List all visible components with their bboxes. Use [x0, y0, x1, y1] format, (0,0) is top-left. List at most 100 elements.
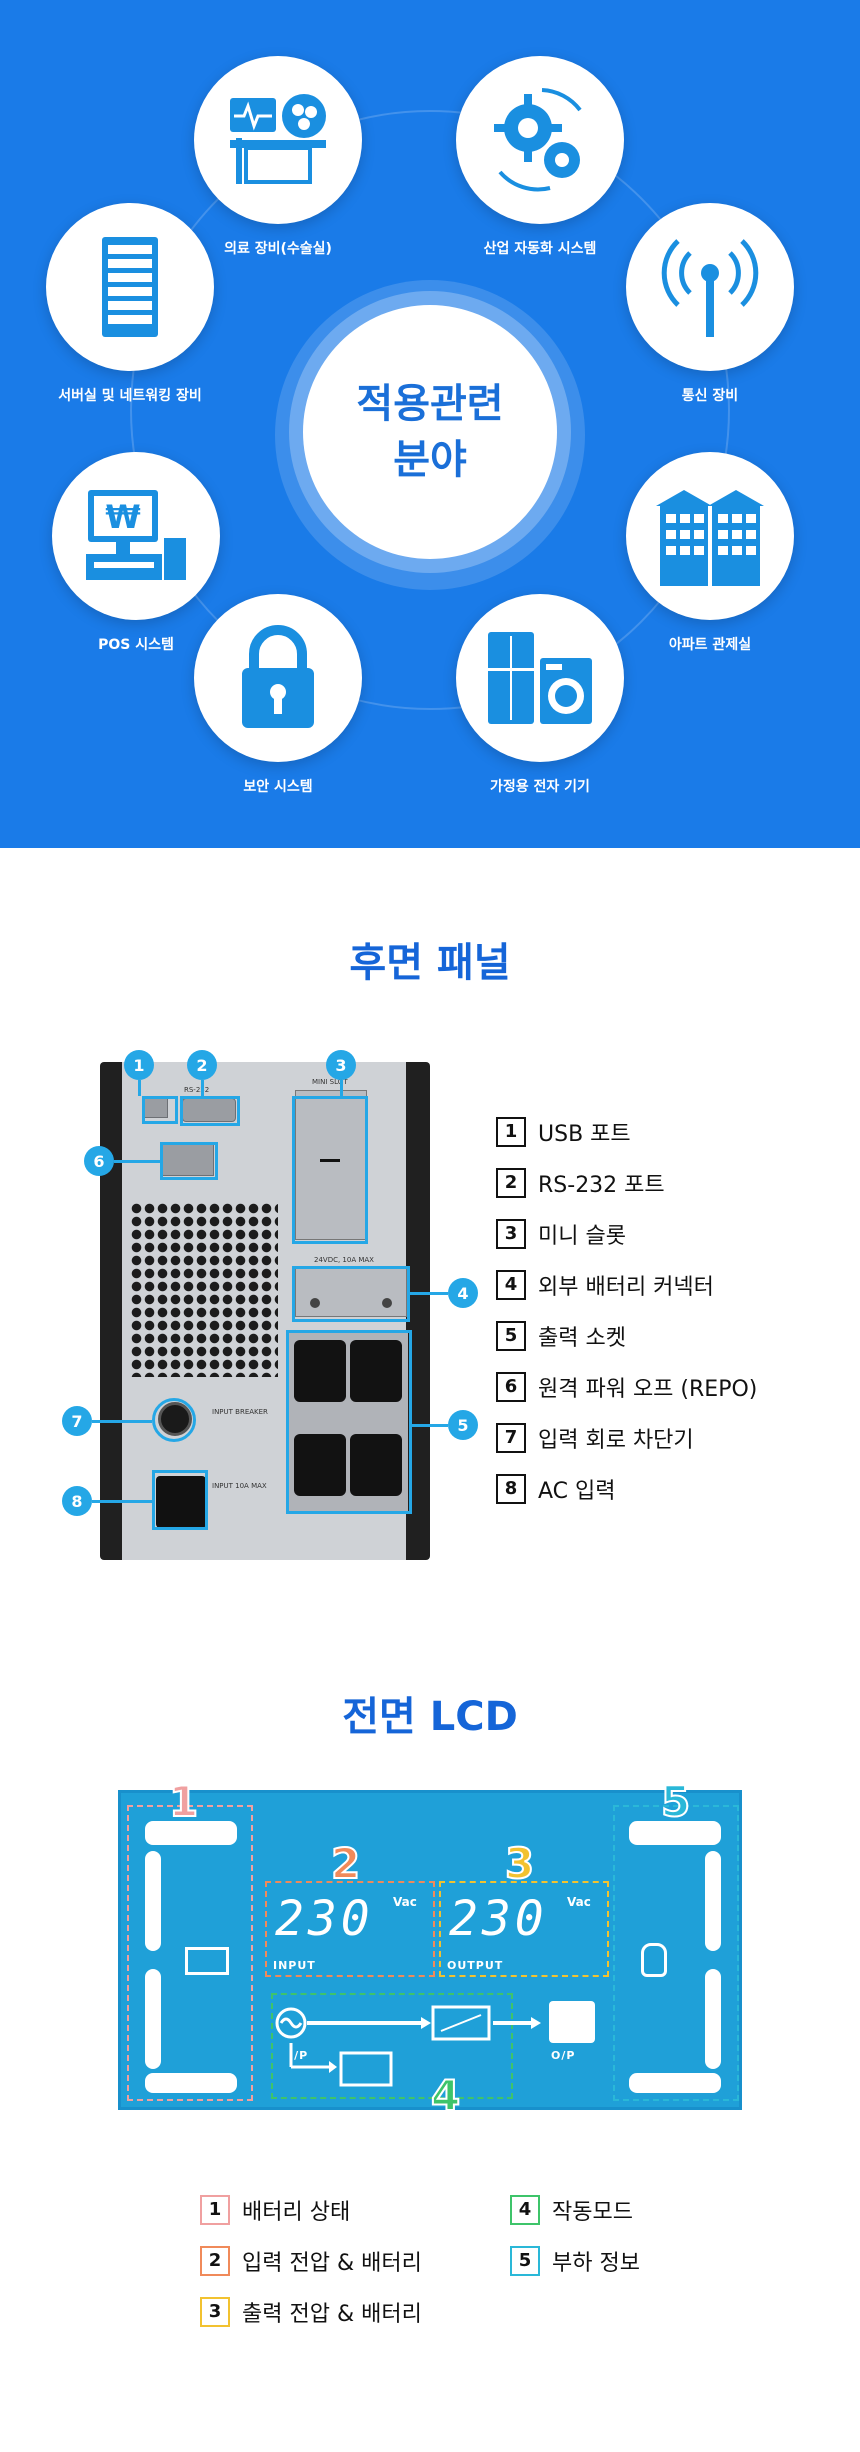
- mini-slot: [295, 1090, 367, 1240]
- front-lcd-title: 전면 LCD: [342, 1694, 518, 1740]
- output-socket: [294, 1340, 346, 1402]
- input-unit: Vac: [393, 1895, 417, 1909]
- app-label: 서버실 및 네트워킹 장비: [58, 388, 202, 404]
- legend-label: 입력 회로 차단기: [538, 1427, 694, 1453]
- battery-bar: [145, 2073, 237, 2093]
- battery-bar: [145, 1821, 237, 1845]
- medical-equipment-icon: [194, 56, 362, 224]
- rear-panel-title: 후면 패널: [349, 940, 511, 986]
- gears-icon: [456, 56, 624, 224]
- load-plug-icon: [641, 1943, 667, 1977]
- legend-number: 1: [200, 2194, 230, 2225]
- applications-section: 적용관련 분야 의료 장비(수술실): [0, 0, 860, 848]
- callout-box-6: [160, 1142, 218, 1180]
- callout-badge-2: 2: [187, 1050, 217, 1080]
- front-lcd-panel: 1 2 230 Vac INPUT 3 230 Vac OUTPUT 4 I/P…: [118, 1776, 742, 2121]
- legend-label: 입력 전압 & 배터리: [242, 2250, 422, 2276]
- breaker-text: INPUT BREAKER: [212, 1408, 268, 1416]
- callout-badge-4: 4: [448, 1278, 478, 1308]
- legend-label: 출력 소켓: [538, 1325, 626, 1351]
- app-label: 의료 장비(수술실): [224, 241, 332, 257]
- app-telecom: 통신 장비: [620, 203, 800, 405]
- output-label: OUTPUT: [447, 1959, 504, 1972]
- legend-number: 3: [496, 1218, 526, 1249]
- svg-text:₩: ₩: [105, 498, 140, 536]
- app-label: POS 시스템: [98, 637, 174, 653]
- zone-number-5: 5: [660, 1776, 691, 1827]
- app-pos: ₩ POS 시스템: [46, 452, 226, 654]
- load-bar: [629, 1821, 721, 1845]
- legend-row: 2 입력 전압 & 배터리: [200, 2235, 422, 2286]
- zone-number-2: 2: [330, 1838, 361, 1889]
- antenna-signal-icon: [626, 203, 794, 371]
- padlock-icon: [194, 594, 362, 762]
- rs232-text: RS-232: [184, 1086, 210, 1094]
- legend-number: 2: [496, 1167, 526, 1198]
- load-bar: [705, 1851, 721, 1951]
- legend-label: 원격 파워 오프 (REPO): [538, 1376, 758, 1402]
- zone-load-info: [613, 1805, 739, 2101]
- battery-connector: [295, 1267, 407, 1317]
- legend-row: 5 출력 소켓: [496, 1310, 757, 1361]
- zone-number-1: 1: [168, 1776, 199, 1827]
- ups-rear-body: RS-232 MINI SLOT 24VDC, 10A MAX INPUT BR…: [100, 1062, 430, 1560]
- legend-number: 3: [200, 2296, 230, 2327]
- input-text: INPUT 10A MAX: [212, 1482, 267, 1490]
- app-home-appliances: 가정용 전자 기기: [450, 594, 630, 796]
- app-label: 가정용 전자 기기: [490, 779, 590, 795]
- legend-label: 작동모드: [552, 2199, 633, 2225]
- callout-badge-1: 1: [124, 1050, 154, 1080]
- battery-text: 24VDC, 10A MAX: [314, 1256, 374, 1264]
- legend-number: 2: [200, 2245, 230, 2276]
- callout-box-2: [180, 1096, 240, 1126]
- callout-badge-3: 3: [326, 1050, 356, 1080]
- app-label: 산업 자동화 시스템: [483, 241, 597, 257]
- callout-badge-8: 8: [62, 1486, 92, 1516]
- callout-box-7: [152, 1398, 196, 1442]
- op-label: O/P: [551, 2049, 576, 2062]
- pos-terminal-icon: ₩: [52, 452, 220, 620]
- app-security: 보안 시스템: [188, 594, 368, 796]
- battery-icon: [185, 1947, 229, 1975]
- load-bar: [629, 2073, 721, 2093]
- output-socket: [350, 1434, 402, 1496]
- legend-label: USB 포트: [538, 1121, 631, 1147]
- legend-label: 미니 슬롯: [538, 1223, 626, 1249]
- legend-number: 5: [496, 1320, 526, 1351]
- output-socket-block: [288, 1330, 408, 1512]
- legend-row: 2 RS-232 포트: [496, 1157, 757, 1208]
- zone-input-voltage: [265, 1881, 435, 1977]
- app-medical: 의료 장비(수술실): [188, 56, 368, 258]
- legend-label: 외부 배터리 커넥터: [538, 1274, 714, 1300]
- applications-title-line1: 적용관련: [356, 381, 504, 427]
- legend-label: 부하 정보: [552, 2250, 640, 2276]
- app-industrial: 산업 자동화 시스템: [450, 56, 630, 258]
- app-label: 통신 장비: [681, 388, 739, 404]
- app-label: 보안 시스템: [243, 779, 313, 795]
- legend-row: 3 미니 슬롯: [496, 1208, 757, 1259]
- legend-number: 6: [496, 1371, 526, 1402]
- battery-bar: [145, 1969, 161, 2069]
- decorative-ring: [130, 110, 730, 710]
- callout-badge-5: 5: [448, 1410, 478, 1440]
- callout-box-1: [142, 1096, 178, 1124]
- output-socket: [294, 1434, 346, 1496]
- callout-box-3: [292, 1096, 368, 1244]
- callout-box-4: [292, 1266, 410, 1322]
- callout-box-5: [286, 1330, 412, 1514]
- output-voltage-value: 230: [449, 1891, 548, 1947]
- battery-bar: [145, 1851, 161, 1951]
- zone-operating-mode: [271, 1993, 513, 2099]
- applications-title: 적용관련 분야: [303, 305, 557, 559]
- callout-box-8: [152, 1470, 208, 1530]
- legend-label: RS-232 포트: [538, 1172, 665, 1198]
- output-socket: [350, 1340, 402, 1402]
- building-icon: [626, 452, 794, 620]
